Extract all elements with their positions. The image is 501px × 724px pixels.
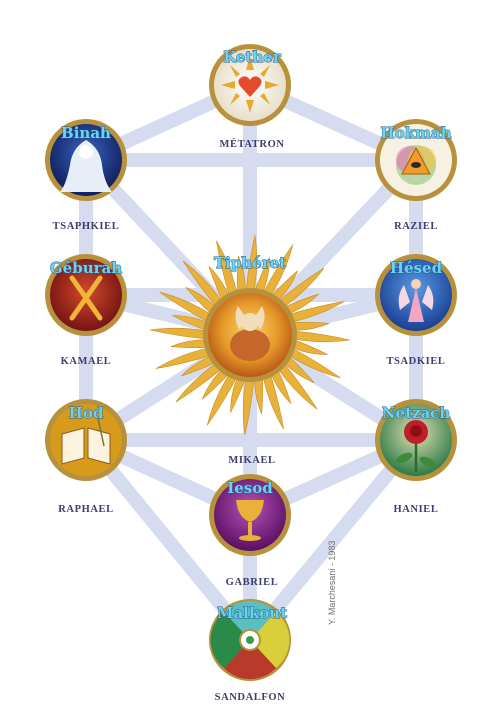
sephirah-hesed[interactable]: Hésed <box>375 254 457 336</box>
sephirah-geburah[interactable]: Géburah <box>45 254 127 336</box>
heart-icon <box>221 56 279 113</box>
kether-name: Kether <box>223 48 282 66</box>
sun-ray <box>181 355 217 377</box>
sun-rays-icon <box>150 235 350 435</box>
sun-ray <box>170 339 209 348</box>
sun-ray <box>172 315 209 331</box>
artist-credit: Y. Marchesani - 1983 <box>327 541 337 625</box>
sephirah-kether[interactable]: Kether <box>209 44 291 126</box>
sun-ray <box>175 362 223 403</box>
sephirah-tiphereth[interactable]: Tiphéret <box>203 254 297 382</box>
sun-ray <box>159 291 212 323</box>
sun-ray <box>155 347 212 369</box>
binah-name: Binah <box>61 124 111 142</box>
sun-ray <box>150 327 207 340</box>
sun-ray <box>237 255 246 294</box>
crossed-swords-icon <box>69 275 103 321</box>
sun-ray <box>291 339 328 355</box>
sun-ray <box>288 301 345 323</box>
quartered-disc-icon <box>210 600 290 680</box>
sun-ray <box>254 257 270 294</box>
tiphereth-name: Tiphéret <box>214 254 286 272</box>
veiled-figure-icon <box>60 140 112 192</box>
netzach-name: Netzach <box>382 404 451 422</box>
angel-figure-icon <box>398 279 434 322</box>
sun-ray <box>182 260 223 308</box>
geburah-angel: KAMAEL <box>61 356 112 367</box>
hod-angel: RAPHAEL <box>58 504 114 515</box>
sun-ray <box>245 235 258 292</box>
sephirah-yesod[interactable]: Iesod <box>209 474 291 556</box>
sun-ray <box>230 376 246 413</box>
hesed-angel: TSADKIEL <box>386 356 445 367</box>
binah-angel: TSAPHKIEL <box>53 221 120 232</box>
sephirah-binah[interactable]: Binah <box>45 119 127 201</box>
sun-ray <box>291 322 330 331</box>
hod-name: Hod <box>69 404 104 422</box>
sun-ray <box>202 368 230 400</box>
sun-ray <box>242 378 255 435</box>
yesod-angel: GABRIEL <box>226 577 279 588</box>
yesod-name: Iesod <box>227 479 273 497</box>
sun-ray <box>262 373 284 430</box>
netzach-angel: HANIEL <box>393 504 438 515</box>
malkuth-name: Malkout <box>217 604 287 622</box>
kether-angel: MÉTATRON <box>219 138 284 150</box>
sun-ray <box>185 287 217 315</box>
sephirah-netzach[interactable]: Netzach <box>375 399 457 481</box>
open-book-icon <box>61 417 111 465</box>
tiphereth-angel: MIKAEL <box>228 455 275 466</box>
eye-triangle-icon <box>396 145 436 185</box>
sun-ray <box>288 347 341 379</box>
sun-ray <box>277 267 325 308</box>
hokmah-name: Hokmah <box>380 124 451 142</box>
sun-ray <box>283 355 315 383</box>
sun-ray <box>206 373 238 426</box>
sun-ray <box>208 266 230 302</box>
hokmah-angel: RAZIEL <box>394 221 438 232</box>
sun-ray <box>254 376 263 415</box>
sephirah-hokmah[interactable]: Hokmah <box>375 119 457 201</box>
sun-ray <box>277 362 318 410</box>
sun-ray <box>283 293 319 315</box>
malkuth-angel: SANDALFON <box>215 692 286 703</box>
sun-ray <box>270 270 298 302</box>
sun-ray <box>270 368 292 404</box>
lion-figure-icon <box>230 306 270 361</box>
hesed-name: Hésed <box>390 259 443 277</box>
sun-ray <box>216 240 238 297</box>
sephirah-malkuth[interactable]: Malkout <box>209 599 291 681</box>
sephirah-hod[interactable]: Hod <box>45 399 127 481</box>
chalice-icon <box>236 500 264 541</box>
geburah-name: Géburah <box>50 259 122 277</box>
sun-ray <box>293 330 350 343</box>
sun-ray <box>262 244 294 297</box>
rose-icon <box>395 420 437 472</box>
